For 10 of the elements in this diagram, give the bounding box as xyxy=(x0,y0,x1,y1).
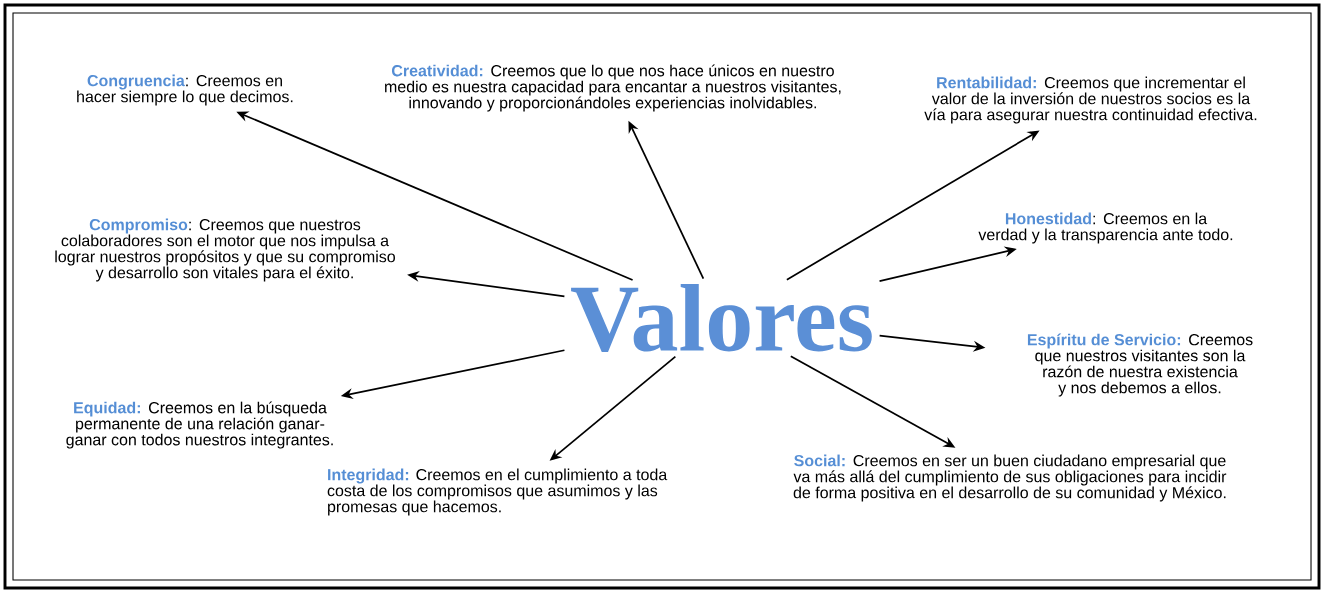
value-text: Integridad: Creemos en el cumplimiento a toda costa de los compromisos que asumimos y las promesas que hacemos. xyxy=(327,468,668,516)
value-text: Congruencia: Creemos en hacer siempre lo que decimos. xyxy=(77,74,293,106)
value-text: Espíritu de Servicio: Creemos que nuestros visitantes son la razón de nuestra existencia y nos debemos a ellos. xyxy=(1027,333,1253,397)
title-word: Valores xyxy=(571,284,872,353)
value-text: Honestidad: Creemos en la verdad y la transparencia ante todo. xyxy=(978,212,1233,244)
value-text: Equidad: Creemos en la búsqueda permanente de una relación ganar-ganar con todos nuestros integrantes. xyxy=(66,401,333,449)
value-text: Creatividad: Creemos que lo que nos hace únicos en nuestro medio es nuestra capacidad para encantar a nuestros visitantes, innovando y proporcionándoles experiencias inolvidables. xyxy=(385,64,841,112)
value-text: Compromiso: Creemos que nuestros colaboradores son el motor que nos impulsa a lograr nuestros propósitos y que su compromiso y desarrollo son vitales para el éxito. xyxy=(55,218,395,282)
value-text: Rentabilidad: Creemos que incrementar el valor de la inversión de nuestros socios es la vía para asegurar nuestra continuidad efectiva. xyxy=(924,76,1257,124)
value-text: Social: Creemos en ser un buen ciudadano empresarial que va más allá del cumplimiento de sus obligaciones para incidir de forma positiva en el desarrollo de su comunidad y México. xyxy=(793,454,1227,502)
